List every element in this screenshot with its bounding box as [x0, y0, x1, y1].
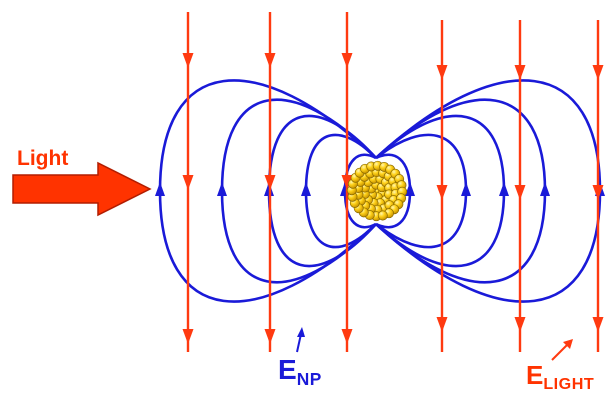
field-arrowhead	[405, 182, 415, 196]
light-field-arrowhead	[592, 317, 604, 332]
light-field-arrowhead	[341, 329, 353, 344]
light-field-arrowhead	[514, 65, 526, 80]
light-label: Light	[17, 147, 69, 170]
light-field-arrowhead	[182, 53, 194, 68]
light-field-arrowhead	[436, 317, 448, 332]
e-np-label: ENP	[278, 354, 322, 388]
e-np-subscript: NP	[296, 368, 322, 389]
e-np-main: E	[278, 354, 297, 385]
light-field-arrowhead	[341, 53, 353, 68]
light-field-arrowhead	[436, 65, 448, 80]
light-field-arrowhead	[341, 175, 353, 190]
light-field-arrowhead	[592, 65, 604, 80]
e-light-pointer-head	[563, 339, 573, 349]
field-arrowhead	[155, 182, 165, 196]
field-arrowhead	[499, 182, 509, 196]
light-field-arrowhead	[514, 185, 526, 200]
field-arrowhead	[217, 182, 227, 196]
light-field-arrowhead	[264, 329, 276, 344]
e-np-pointer-head	[297, 327, 305, 337]
light-field-arrowhead	[182, 329, 194, 344]
nanoparticle-icon	[346, 160, 408, 222]
light-field-arrowhead	[182, 175, 194, 190]
light-arrow-icon	[12, 161, 152, 217]
nanoparticle-grain	[377, 210, 388, 221]
field-arrowhead	[540, 182, 550, 196]
label-pointers	[296, 327, 573, 361]
e-light-pointer	[551, 343, 569, 361]
light-field-arrowhead	[514, 317, 526, 332]
light-field-arrowhead	[264, 175, 276, 190]
light-field-arrowhead	[264, 53, 276, 68]
e-light-main: E	[526, 360, 544, 390]
e-light-subscript: LIGHT	[543, 375, 595, 393]
light-field-arrowhead	[436, 185, 448, 200]
light-field-arrowhead	[592, 185, 604, 200]
e-light-label: ELIGHT	[526, 360, 594, 392]
field-arrowhead	[301, 182, 311, 196]
field-arrowhead	[461, 182, 471, 196]
light-field-arrows	[182, 53, 604, 344]
